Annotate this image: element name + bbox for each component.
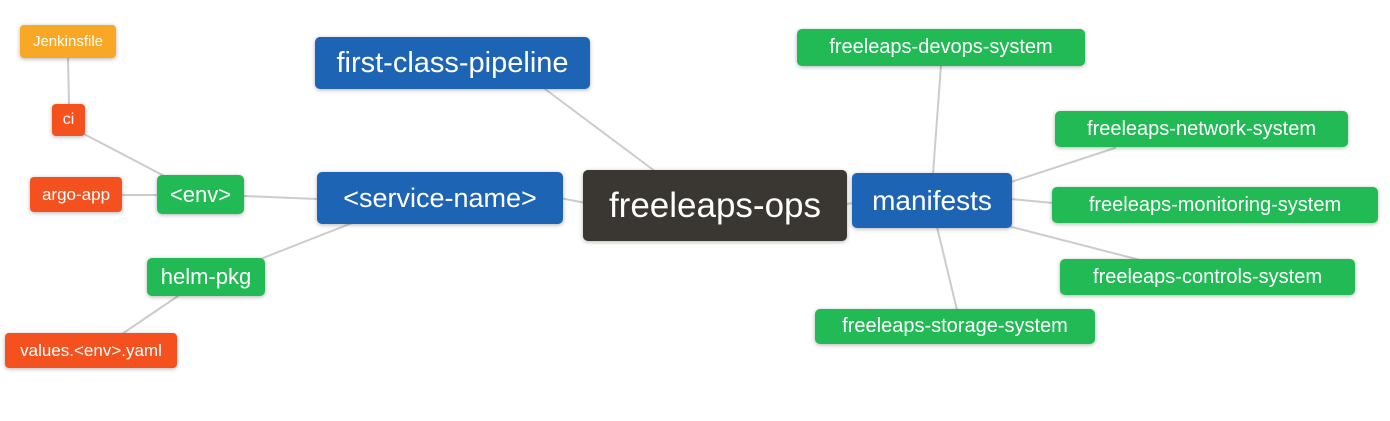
edge-jenkinsfile-ci <box>67 57 70 106</box>
edge-manifests-monitoring <box>1010 198 1054 204</box>
node-freeleaps-storage-system-label: freeleaps-storage-system <box>842 315 1068 337</box>
edge-pipeline-freeleaps-ops <box>544 88 657 173</box>
node-manifests[interactable]: manifests <box>852 173 1012 228</box>
node-freeleaps-network-system-label: freeleaps-network-system <box>1087 117 1316 140</box>
node-freeleaps-monitoring-system[interactable]: freeleaps-monitoring-system <box>1052 187 1378 223</box>
node-freeleaps-ops[interactable]: freeleaps-ops <box>583 170 847 241</box>
edge-manifests-devops <box>932 64 942 175</box>
node-jenkinsfile[interactable]: Jenkinsfile <box>20 25 116 58</box>
node-freeleaps-network-system[interactable]: freeleaps-network-system <box>1055 111 1348 147</box>
node-freeleaps-ops-label: freeleaps-ops <box>608 185 822 225</box>
node-env[interactable]: <env> <box>157 175 244 214</box>
node-argo-app-label: argo-app <box>41 184 111 204</box>
node-helm-pkg[interactable]: helm-pkg <box>147 258 265 296</box>
node-helm-pkg-label: helm-pkg <box>160 264 252 289</box>
edge-env-service-name <box>243 195 318 200</box>
node-ci[interactable]: ci <box>52 104 85 136</box>
edge-manifests-storage <box>936 226 958 311</box>
node-freeleaps-controls-system[interactable]: freeleaps-controls-system <box>1060 259 1355 295</box>
node-service-name-label: <service-name> <box>343 182 537 213</box>
edge-manifests-controls <box>1007 225 1141 261</box>
edge-service-name-freeleaps-ops <box>559 197 587 204</box>
edge-manifests-network <box>1010 147 1116 183</box>
node-values-env-yaml[interactable]: values.<env>.yaml <box>5 333 177 368</box>
node-first-class-pipeline-label: first-class-pipeline <box>336 46 569 79</box>
node-service-name[interactable]: <service-name> <box>317 172 563 224</box>
node-manifests-label: manifests <box>872 184 992 216</box>
node-first-class-pipeline[interactable]: first-class-pipeline <box>315 37 590 89</box>
node-values-env-yaml-label: values.<env>.yaml <box>20 340 162 360</box>
node-freeleaps-storage-system[interactable]: freeleaps-storage-system <box>815 309 1095 344</box>
node-jenkinsfile-label: Jenkinsfile <box>32 33 104 50</box>
node-env-label: <env> <box>169 181 232 207</box>
edge-helm-pkg-values-yaml <box>121 295 179 335</box>
node-ci-label: ci <box>62 111 75 128</box>
node-freeleaps-devops-system-label: freeleaps-devops-system <box>829 36 1053 58</box>
edge-service-name-helm-pkg <box>262 222 353 259</box>
node-freeleaps-monitoring-system-label: freeleaps-monitoring-system <box>1088 193 1342 216</box>
node-freeleaps-controls-system-label: freeleaps-controls-system <box>1093 265 1322 288</box>
node-argo-app[interactable]: argo-app <box>30 177 122 212</box>
edge-ci-env <box>83 133 169 179</box>
node-freeleaps-devops-system[interactable]: freeleaps-devops-system <box>797 29 1085 66</box>
